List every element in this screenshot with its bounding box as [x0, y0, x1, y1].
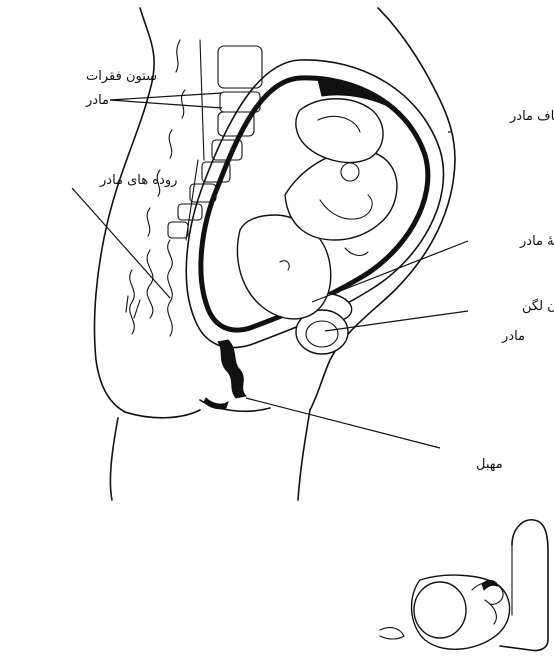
label-bladder: مثانهٔ مادر	[519, 234, 554, 249]
label-spine-line1: ستون فقرات	[86, 69, 157, 84]
label-pelvic-bone-line1: استخوان لگن	[522, 298, 554, 314]
spine-icon	[147, 40, 262, 240]
label-vagina: مهبل	[476, 457, 503, 472]
label-intestines: روده های مادر	[99, 173, 177, 188]
label-navel: ناف مادر	[509, 109, 554, 124]
fetus-in-uterus-icon	[380, 520, 548, 651]
intestines-icon	[126, 240, 172, 336]
label-spine-line2: مادر	[85, 93, 109, 108]
label-pelvic-bone-line2: مادر	[501, 329, 525, 344]
fetus-icon	[237, 99, 397, 319]
